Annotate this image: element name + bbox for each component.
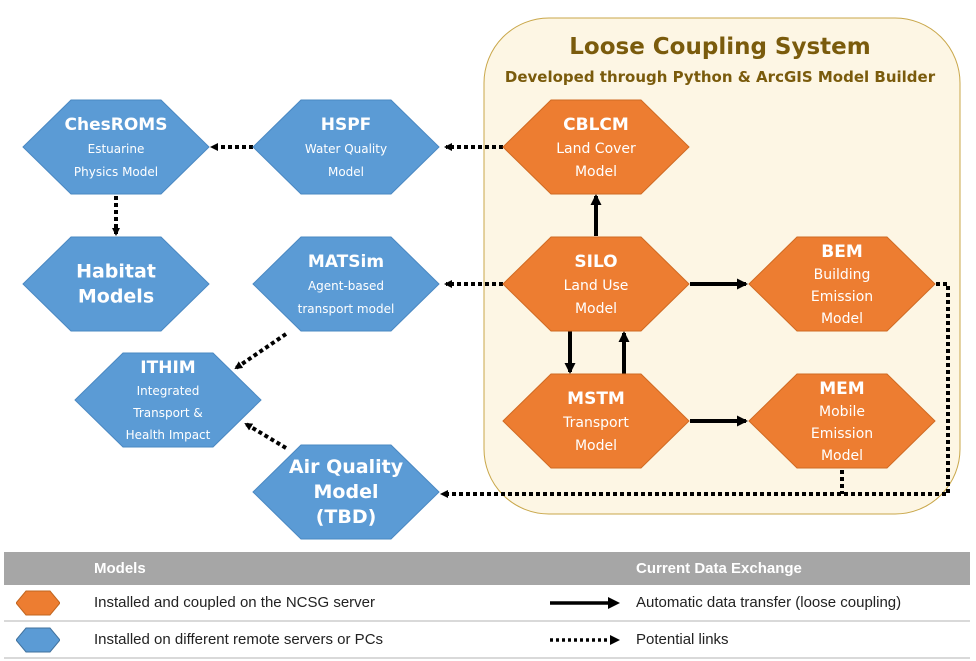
- model-description: Model: [575, 164, 617, 180]
- model-title: ChesROMS: [65, 115, 168, 135]
- model-description: Mobile: [819, 404, 865, 420]
- model-description: Model: [314, 481, 379, 503]
- model-title: SILO: [574, 252, 617, 272]
- model-description: (TBD): [316, 506, 377, 528]
- legend-automatic-label: Automatic data transfer (loose coupling): [636, 594, 902, 611]
- model-description: Emission: [811, 289, 873, 305]
- model-coupling-diagram: Loose Coupling System Developed through …: [22, 17, 961, 540]
- legend-row-coupled: Installed and coupled on the NCSG server…: [4, 585, 970, 622]
- model-title: Habitat: [76, 261, 156, 283]
- model-title: MSTM: [567, 389, 625, 409]
- model-description: Model: [575, 301, 617, 317]
- model-description: transport model: [298, 302, 395, 316]
- legend-models-header: Models: [94, 560, 146, 577]
- legend-row-remote: Installed on different remote servers or…: [4, 622, 970, 659]
- hexagon-shape: [502, 236, 690, 332]
- legend-exchange-header: Current Data Exchange: [636, 560, 802, 577]
- dotted-arrow-icon: [550, 622, 620, 657]
- hexagon-shape: [252, 99, 440, 195]
- solid-arrow-icon: [550, 585, 620, 620]
- model-description: Model: [821, 448, 863, 464]
- edges-layer: [112, 143, 950, 498]
- orange-hexagon-icon: [16, 585, 60, 620]
- model-description: Water Quality: [305, 142, 387, 156]
- hexagon-shape: [502, 373, 690, 469]
- legend-coupled-label: Installed and coupled on the NCSG server: [94, 594, 375, 611]
- model-title: Air Quality: [289, 456, 404, 478]
- legend-potential-label: Potential links: [636, 631, 729, 648]
- model-description: Models: [78, 286, 154, 308]
- potential-link-airquality-to-ithim: [244, 422, 288, 450]
- legend-table: Models Current Data Exchange Installed a…: [4, 552, 970, 659]
- hexagon-shape: [252, 444, 440, 540]
- blue-hexagon-icon: [16, 622, 60, 657]
- model-description: Health Impact: [126, 428, 211, 442]
- model-title: CBLCM: [563, 115, 629, 135]
- model-description: Land Cover: [556, 141, 636, 157]
- hexagon-shape: [74, 352, 262, 448]
- model-description: Agent-based: [308, 279, 384, 293]
- system-title: Loose Coupling System: [569, 34, 871, 60]
- model-title: HSPF: [321, 115, 372, 135]
- hexagon-shape: [748, 236, 936, 332]
- model-description: Building: [814, 267, 871, 283]
- model-description: Estuarine: [88, 142, 145, 156]
- hexagon-shape: [22, 99, 210, 195]
- model-description: Integrated: [137, 384, 200, 398]
- model-description: Transport &: [132, 406, 202, 420]
- system-subtitle: Developed through Python & ArcGIS Model …: [505, 68, 936, 86]
- model-description: Model: [575, 438, 617, 454]
- model-title: BEM: [821, 242, 863, 262]
- model-description: Model: [821, 311, 863, 327]
- hexagon-shape: [252, 236, 440, 332]
- model-description: Emission: [811, 426, 873, 442]
- hexagon-shape: [748, 373, 936, 469]
- model-title: MEM: [819, 379, 864, 399]
- model-title: MATSim: [308, 252, 384, 272]
- hexagon-shape: [502, 99, 690, 195]
- legend-header-row: Models Current Data Exchange: [4, 552, 970, 585]
- model-description: Land Use: [564, 278, 629, 294]
- hexagon-shape: [22, 236, 210, 332]
- model-description: Transport: [562, 415, 629, 431]
- legend-remote-label: Installed on different remote servers or…: [94, 631, 384, 648]
- model-description: Model: [328, 165, 364, 179]
- potential-link-matsim-to-ithim: [234, 332, 288, 370]
- model-title: ITHIM: [140, 358, 195, 378]
- model-description: Physics Model: [74, 165, 158, 179]
